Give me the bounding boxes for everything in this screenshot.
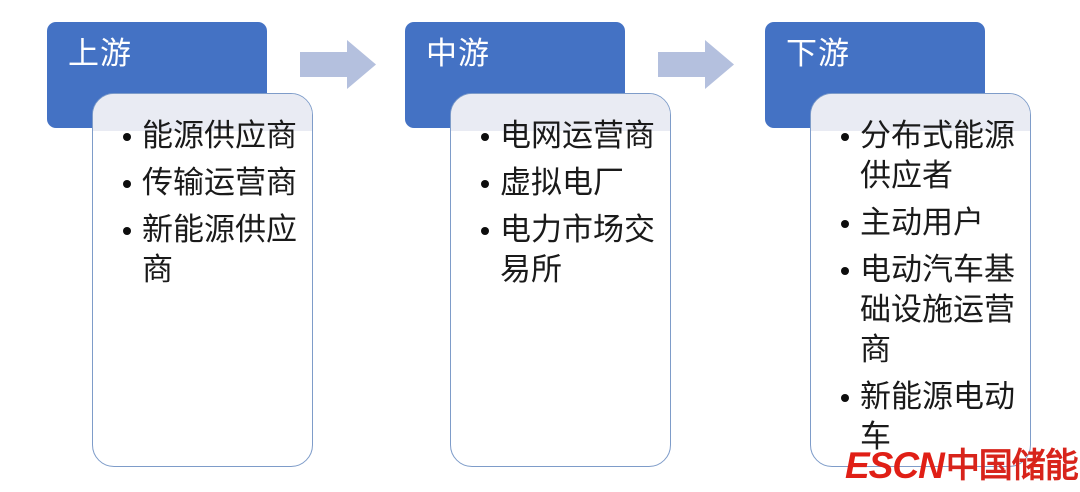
card-tint-overlay [93, 94, 312, 131]
stage-items-midstream: 电网运营商 虚拟电厂 电力市场交易所 [451, 116, 670, 297]
stage-card-downstream: 分布式能源供应者 主动用户 电动汽车基础设施运营商 新能源电动车 [810, 93, 1031, 467]
list-item: 能源供应商 [93, 116, 312, 156]
watermark-latin-text: ESCN [845, 445, 945, 486]
stage-items-upstream: 能源供应商 传输运营商 新能源供应商 [93, 116, 312, 297]
card-tint-overlay [811, 94, 1030, 131]
list-item: 主动用户 [811, 203, 1030, 243]
list-item: 电动汽车基础设施运营商 [811, 250, 1030, 370]
card-tint-overlay [451, 94, 670, 131]
watermark-cjk-text: 中国储能网 [945, 447, 1080, 485]
list-item: 传输运营商 [93, 163, 312, 203]
stage-title-upstream: 上游 [68, 36, 132, 71]
stage-card-midstream: 电网运营商 虚拟电厂 电力市场交易所 [450, 93, 671, 467]
stage-title-midstream: 中游 [426, 36, 490, 71]
right-arrow-icon [658, 40, 734, 89]
stage-card-upstream: 能源供应商 传输运营商 新能源供应商 [92, 93, 313, 467]
stage-title-downstream: 下游 [786, 36, 850, 71]
list-item: 分布式能源供应者 [811, 116, 1030, 196]
list-item: 电网运营商 [451, 116, 670, 156]
list-item: 电力市场交易所 [451, 210, 670, 290]
right-arrow-icon [300, 40, 376, 89]
stage-items-downstream: 分布式能源供应者 主动用户 电动汽车基础设施运营商 新能源电动车 [811, 116, 1030, 464]
list-item: 新能源电动车 [811, 377, 1030, 457]
list-item: 新能源供应商 [93, 210, 312, 290]
watermark: ESCN 中国储能网 [845, 445, 1080, 486]
list-item: 虚拟电厂 [451, 163, 670, 203]
